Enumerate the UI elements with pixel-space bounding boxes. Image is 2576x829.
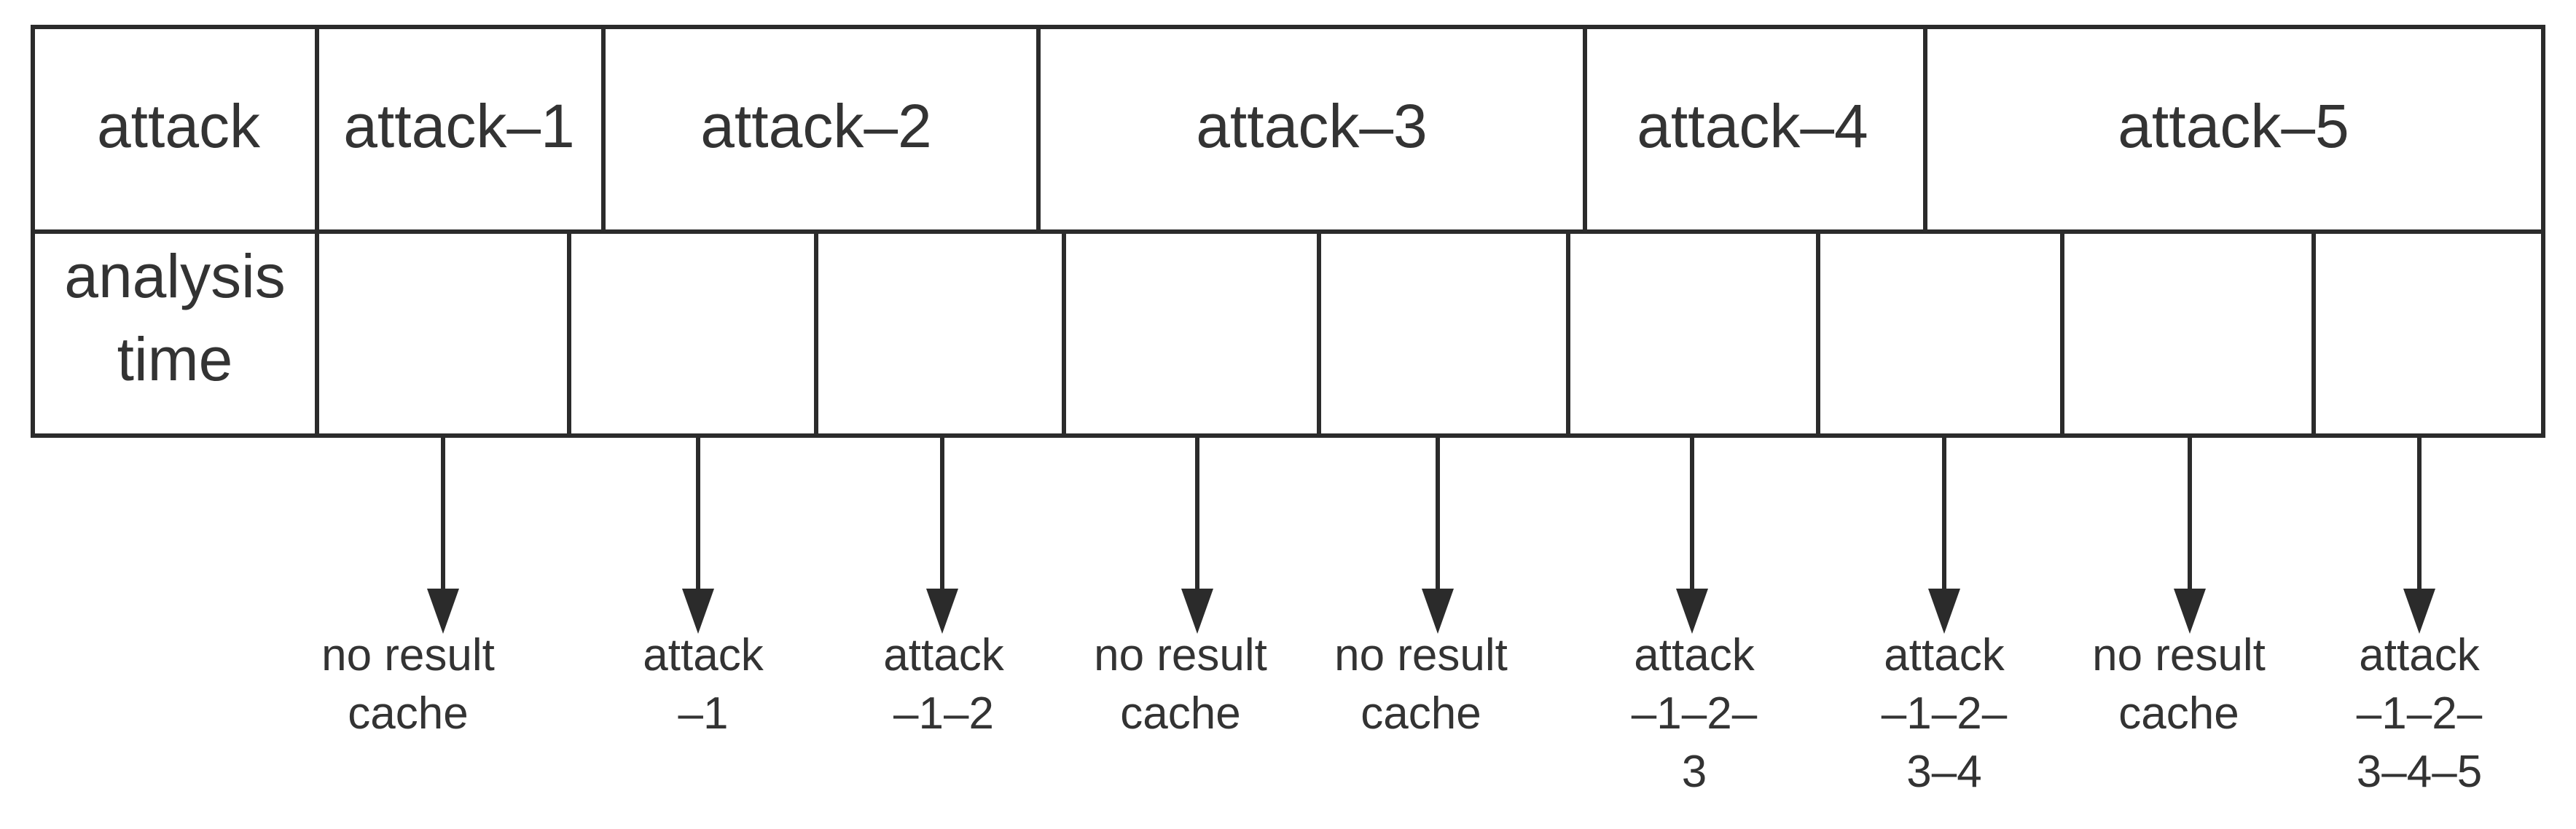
result-label-8: no result cache (2092, 630, 2266, 739)
result-label-3: attack –1–2 (883, 630, 1004, 739)
arrow-7 (1928, 438, 1960, 634)
result-line: cache (1361, 688, 1481, 739)
arrow-head (1181, 589, 1213, 634)
result-label-2: attack –1 (643, 630, 764, 739)
arrow-5 (1422, 438, 1454, 634)
result-line: no result (1094, 630, 1267, 680)
table-grid (31, 25, 2545, 438)
result-line: cache (1120, 688, 1240, 739)
result-line: –1 (678, 688, 729, 739)
arrow-head (1928, 589, 1960, 634)
result-line: –1–2– (1882, 688, 2008, 739)
arrow-head (1422, 589, 1454, 634)
result-line: no result (321, 630, 495, 680)
result-line: attack (1634, 630, 1755, 680)
result-label-9: attack –1–2– 3–4–5 (2357, 630, 2483, 797)
attack-cell-label-3: attack–3 (1196, 92, 1428, 160)
result-line: attack (1884, 630, 2005, 680)
result-line: –1–2 (893, 688, 994, 739)
analysis-row-dividers (567, 232, 2316, 436)
attack-cell-label-1: attack–1 (343, 92, 575, 160)
arrow-9 (2403, 438, 2435, 634)
result-line: attack (2359, 630, 2480, 680)
arrow-1 (427, 438, 459, 634)
attack-cell-label-2: attack–2 (700, 92, 932, 160)
result-arrows (427, 438, 2435, 634)
result-line: cache (2118, 688, 2239, 739)
arrow-head (926, 589, 958, 634)
analysis-row-label-line2: time (117, 325, 233, 393)
attack-cell-label-5: attack–5 (2118, 92, 2349, 160)
arrow-head (2403, 589, 2435, 634)
result-label-1: no result cache (321, 630, 495, 739)
result-label-4: no result cache (1094, 630, 1267, 739)
attack-labels: attack–1 attack–2 attack–3 attack–4 attack–5 (343, 92, 2349, 160)
arrow-4 (1181, 438, 1213, 634)
arrow-3 (926, 438, 958, 634)
result-line: –1–2– (1632, 688, 1758, 739)
result-line: cache (348, 688, 468, 739)
result-line: –1–2– (2357, 688, 2483, 739)
attack-row-label: attack (97, 92, 261, 160)
result-line: no result (2092, 630, 2266, 680)
result-line: attack (643, 630, 764, 680)
arrow-head (682, 589, 714, 634)
result-line: 3–4 (1906, 747, 1981, 797)
attack-row-dividers (601, 27, 1927, 232)
arrow-head (2174, 589, 2206, 634)
result-line: 3–4–5 (2357, 747, 2482, 797)
result-label-6: attack –1–2– 3 (1632, 630, 1758, 797)
arrow-head (1676, 589, 1708, 634)
arrow-6 (1676, 438, 1708, 634)
result-line: no result (1334, 630, 1508, 680)
analysis-row-label-line1: analysis (64, 242, 285, 310)
result-line: attack (883, 630, 1004, 680)
result-labels: no result cache attack –1 attack –1–2 no resul… (321, 630, 2483, 797)
arrow-head (427, 589, 459, 634)
result-label-7: attack –1–2– 3–4 (1882, 630, 2008, 797)
result-line: 3 (1682, 747, 1707, 797)
result-label-5: no result cache (1334, 630, 1508, 739)
arrow-2 (682, 438, 714, 634)
attack-cell-label-4: attack–4 (1637, 92, 1868, 160)
arrow-8 (2174, 438, 2206, 634)
